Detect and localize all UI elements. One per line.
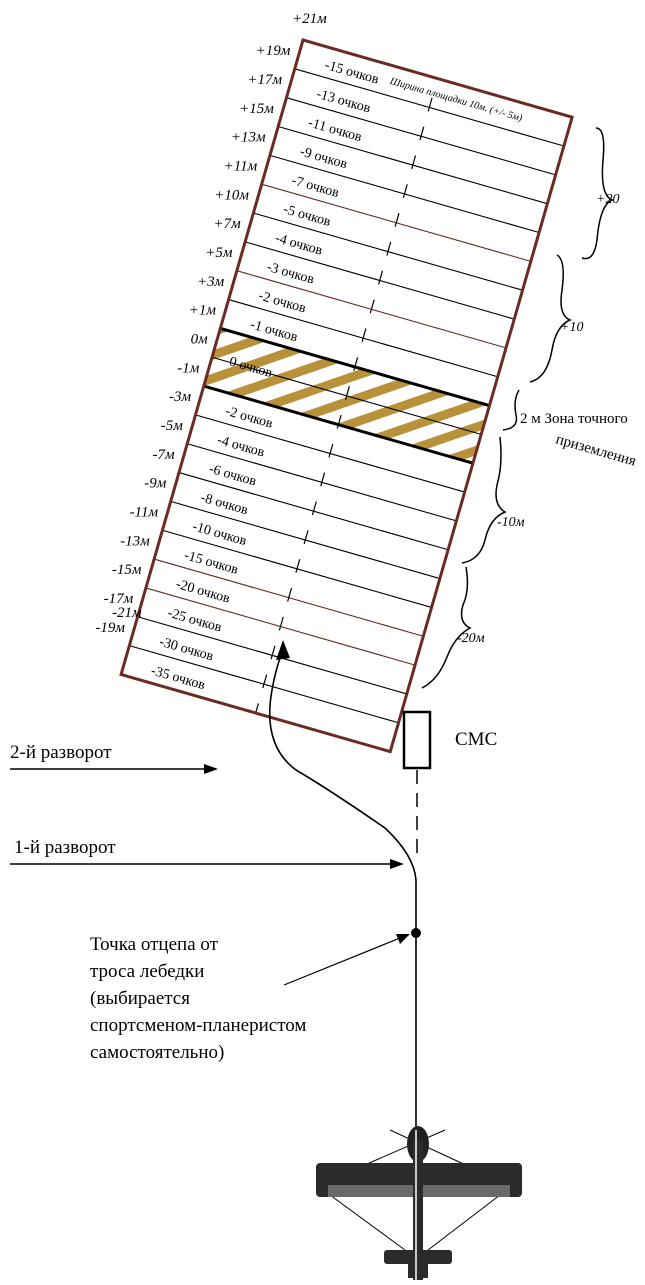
- field-row-score: -4 очков: [215, 433, 266, 461]
- field-row-score: -9 очков: [298, 144, 349, 172]
- flight-path: [268, 651, 417, 1130]
- distance-label: +13м: [231, 130, 266, 146]
- distance-label: -17м: [104, 591, 134, 607]
- release-pointer: [283, 937, 401, 986]
- distance-label: +3м: [197, 274, 225, 290]
- svg-text:самостоятельно): самостоятельно): [90, 1042, 224, 1063]
- field-frame: [119, 38, 575, 754]
- turn2-arrowhead: [204, 764, 218, 774]
- distance-bottom-label: -21м: [112, 605, 142, 621]
- field-row-score: -15 очков: [182, 548, 240, 578]
- field-row-score: -4 очков: [273, 231, 324, 259]
- distance-label: -19м: [95, 620, 125, 636]
- tow-aircraft-icon: [316, 1126, 522, 1280]
- field-row-score: -2 очков: [224, 404, 275, 432]
- distance-label: -1м: [177, 360, 199, 376]
- svg-text:+20: +20: [596, 192, 619, 207]
- cmc-label: СМС: [455, 729, 497, 750]
- svg-text:троса лебедки: троса лебедки: [90, 961, 204, 982]
- distance-top-label: +21м: [292, 11, 327, 27]
- turn2-label: 2-й разворот: [10, 742, 112, 763]
- turn1-label: 1-й разворот: [14, 837, 116, 858]
- zone-label-line2: приземления: [554, 431, 638, 469]
- distance-label: -13м: [120, 533, 150, 549]
- bracket-plus10: +10: [529, 254, 583, 383]
- field-row-score: -7 очков: [290, 173, 341, 201]
- distance-labels: +19м +17м +15м +13м +11м +10м +7м +5м +3м +1м 0м -1…: [95, 43, 290, 636]
- field-row-score: -5 очков: [282, 202, 333, 230]
- field-row-score: -20 очков: [174, 577, 232, 607]
- field-row-score: -2 очков: [257, 289, 308, 317]
- distance-label: 0м: [191, 331, 209, 347]
- turn1-arrowhead: [390, 859, 404, 869]
- field-row-score: -35 очков: [149, 664, 207, 694]
- distance-label: +5м: [205, 245, 233, 261]
- svg-text:+10: +10: [560, 320, 583, 335]
- bracket-zone: [502, 389, 520, 431]
- svg-text:спортсменом-планеристом: спортсменом-планеристом: [90, 1015, 306, 1036]
- field-row-score: -30 очков: [157, 635, 215, 665]
- distance-label: +17м: [247, 72, 282, 88]
- field-row-score: -8 очков: [199, 490, 250, 518]
- release-pointer-arrowhead: [396, 934, 410, 944]
- bracket-minus10: -10м: [461, 436, 525, 564]
- field-row-score: -25 очков: [166, 606, 224, 636]
- distance-label: -7м: [153, 447, 175, 463]
- svg-text:Точка отцепа от: Точка отцепа от: [90, 934, 219, 955]
- field-row-score: -3 очков: [265, 260, 316, 288]
- zone-label-line1: 2 м Зона точного: [520, 411, 628, 427]
- distance-label: +10м: [214, 187, 249, 203]
- release-label: Точка отцепа от троса лебедки (выбираетс…: [90, 934, 306, 1063]
- field-row-score: -10 очков: [191, 519, 249, 549]
- svg-text:-20м: -20м: [457, 631, 485, 646]
- cmc-marker: [402, 710, 432, 770]
- field-row-score: -13 очков: [315, 87, 373, 117]
- distance-label: +1м: [189, 303, 217, 319]
- field-row-score: -11 очков: [306, 116, 363, 146]
- distance-label: -3м: [169, 389, 191, 405]
- distance-label: -11м: [130, 505, 159, 521]
- distance-label: -5м: [161, 418, 183, 434]
- distance-label: -15м: [112, 562, 142, 578]
- bracket-minus20: -20м: [421, 566, 485, 689]
- field-row-score: -15 очков: [323, 58, 381, 88]
- distance-label: +7м: [214, 216, 242, 232]
- release-point: [411, 928, 421, 938]
- distance-label: +15м: [239, 101, 274, 117]
- distance-label: +11м: [224, 158, 258, 174]
- flight-path-arrowhead: [276, 640, 290, 660]
- bracket-plus20: +20: [581, 127, 619, 260]
- distance-label: +19м: [256, 43, 291, 59]
- svg-text:(выбирается: (выбирается: [90, 988, 190, 1009]
- svg-text:-10м: -10м: [497, 515, 525, 530]
- distance-label: -9м: [144, 476, 166, 492]
- field-row-score: -6 очков: [207, 462, 258, 490]
